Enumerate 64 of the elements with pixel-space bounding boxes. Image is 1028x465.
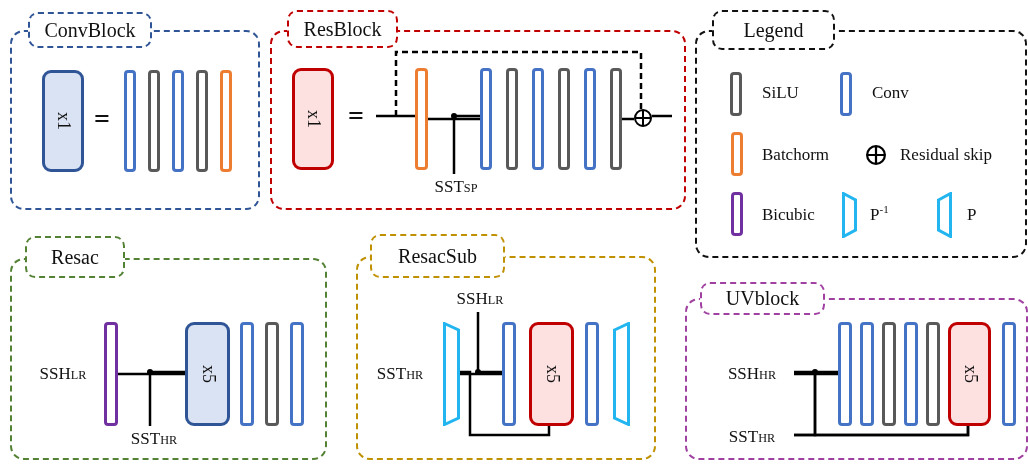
legend-label: Batchorm [762, 144, 830, 166]
repeat-count: x5 [197, 365, 218, 383]
panel-title: Resac [25, 236, 125, 278]
connector-line [428, 117, 480, 121]
panel-title: ResBlock [287, 10, 398, 48]
equals-sign: = [93, 104, 111, 134]
layer-bar [196, 70, 208, 172]
layer-bar [240, 322, 254, 426]
repeat-block [42, 70, 84, 172]
layer-bar [1002, 322, 1016, 426]
layer-bar [502, 322, 516, 426]
repeat-block [185, 322, 230, 426]
repeat-block [529, 322, 574, 426]
projection-trapezoid [613, 322, 630, 426]
layer-bar [124, 70, 136, 172]
panel-title: ResacSub [370, 234, 505, 278]
legend-label: Residual skip [900, 144, 993, 166]
connector-line [460, 372, 502, 376]
layer-bar [104, 322, 118, 426]
layer-bar [506, 68, 518, 170]
layer-bar [148, 70, 160, 172]
layer-bar [480, 68, 492, 170]
layer-bar [585, 322, 599, 426]
layer-bar [860, 322, 874, 426]
layer-bar [926, 322, 940, 426]
equals-sign: = [347, 101, 365, 131]
layer-bar [610, 68, 622, 170]
repeat-count: x1 [52, 112, 74, 130]
layer-bar [532, 68, 544, 170]
legend-label: SiLU [762, 82, 799, 104]
layer-bar [838, 322, 852, 426]
connector-line [476, 312, 502, 374]
panel-title: ConvBlock [28, 12, 152, 48]
layer-bar [290, 322, 304, 426]
repeat-block [948, 322, 991, 426]
connector-line [148, 370, 185, 426]
legend-label: Conv [872, 82, 909, 104]
layer-bar [265, 322, 279, 426]
panel-title: UVblock [700, 282, 825, 315]
layer-bar [904, 322, 918, 426]
connector-line [794, 372, 838, 376]
connector-line [460, 370, 551, 437]
layer-bar [584, 68, 596, 170]
layer-bar [220, 70, 232, 172]
sum-circle [634, 109, 652, 127]
repeat-count: x5 [959, 365, 980, 383]
panel-title: Legend [712, 10, 835, 50]
legend-label: P [967, 204, 977, 226]
repeat-count: x1 [302, 110, 324, 128]
connector-line [794, 426, 970, 437]
skip-connection-line [394, 50, 643, 116]
layer-bar [882, 322, 896, 426]
layer-bar [415, 68, 428, 170]
legend-label: Bicubic [762, 204, 815, 226]
connector-line [118, 372, 185, 376]
connector-line [652, 114, 672, 118]
legend-label: P$^{-1}$ [870, 202, 889, 226]
layer-bar [172, 70, 184, 172]
connector-line [376, 114, 415, 118]
repeat-block [292, 68, 334, 170]
repeat-count: x5 [541, 365, 562, 383]
connector-line [452, 114, 480, 174]
layer-bar [558, 68, 570, 170]
projection-trapezoid [443, 322, 460, 426]
